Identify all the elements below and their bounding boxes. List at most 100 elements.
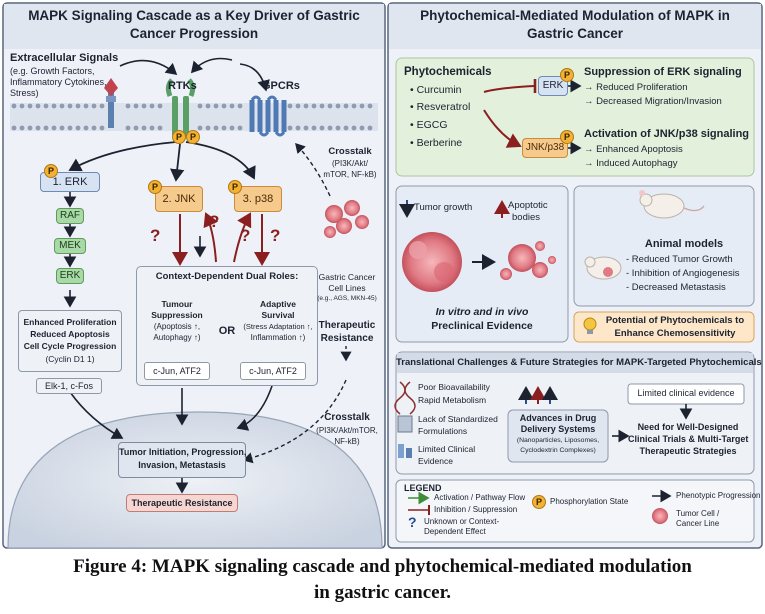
- crosstalk-top-1: Crosstalk: [328, 146, 372, 157]
- legend-phospho-icon: P: [532, 495, 546, 509]
- phospho-badge-p38: P: [228, 180, 242, 194]
- lab-icon: [398, 444, 412, 458]
- legend-unknown-1: Unknown or Context-: [424, 517, 500, 526]
- ligand-receptor-left: [104, 78, 118, 128]
- gastric-cell-lines-cells: [324, 200, 369, 238]
- figure-caption-line1: Figure 4: MAPK signaling cascade and phy…: [73, 556, 692, 577]
- activation-line-jnk: [483, 109, 522, 148]
- extracellular-sub3: Stress): [10, 88, 39, 98]
- inhibition-line-erk: [483, 85, 535, 93]
- cjun-right-label: c-Jun, ATF2: [249, 366, 297, 376]
- potential-2: Enhance Chemosensitivity: [614, 328, 736, 339]
- suppression-item-1: → Reduced Proliferation: [584, 82, 688, 93]
- legend-phospho-state: Phosphorylation State: [550, 497, 629, 506]
- animal-models-item-1: - Reduced Tumor Growth: [626, 254, 733, 265]
- challenge-6: Evidence: [418, 456, 453, 466]
- challenge-4: Formulations: [418, 426, 468, 436]
- dna-icon: [394, 381, 416, 415]
- therapeutic-resistance-right-1: Therapeutic: [318, 320, 376, 331]
- jnk-branch-node: 2. JNK: [155, 186, 203, 212]
- phospho-badge-erk: P: [44, 164, 58, 178]
- cell-lines-3: (e.g., AGS, MKN-45): [317, 295, 377, 302]
- tumour-suppression-2: Suppression: [151, 310, 203, 320]
- legend-title: LEGEND: [404, 483, 442, 493]
- rtks-label: RTKs: [168, 80, 197, 92]
- erk-effect-4: (Cyclin D1 1): [45, 354, 95, 364]
- cjun-left-box: c-Jun, ATF2: [144, 362, 210, 380]
- right-title-line1: Phytochemical-Mediated Modulation of MAP…: [420, 8, 730, 23]
- potential-box: [573, 311, 755, 343]
- erk-effect-1: Enhanced Proliferation: [23, 317, 117, 327]
- left-header-band: [4, 4, 384, 49]
- phyto-erk-node: ERK: [538, 76, 568, 96]
- phytochemical-3: • EGCG: [410, 119, 448, 131]
- adaptive-survival-4: Inflammation ↑): [250, 333, 306, 342]
- advances-box: [507, 409, 609, 463]
- need-trials-2: Clinical Trials & Multi-Target: [628, 434, 749, 444]
- raf-node: RAF: [56, 208, 84, 224]
- advances-2: Delivery Systems: [520, 424, 596, 434]
- cjun-right-box: c-Jun, ATF2: [240, 362, 306, 380]
- phytochemical-2: • Resveratrol: [410, 101, 471, 113]
- crosstalk-top-3: mTOR, NF-kB): [323, 170, 377, 179]
- p38-branch-node: 3. p38: [234, 186, 282, 212]
- extracellular-sub1: (e.g. Growth Factors,: [10, 66, 95, 76]
- phytochemical-3-label: EGCG: [416, 119, 448, 131]
- lightbulb: [583, 317, 597, 334]
- gpcrs-label: GPCRs: [262, 80, 300, 92]
- legend-tumor-cell-icon: [652, 508, 668, 524]
- phytochemical-1: • Curcumin: [410, 84, 462, 96]
- right-title-line2: Gastric Cancer: [526, 26, 624, 41]
- therapeutic-resistance-right-2: Resistance: [320, 333, 374, 344]
- tumor-growth-label: Tumor growth: [414, 202, 473, 213]
- activation-title: Activation of JNK/p38 signaling: [584, 128, 750, 140]
- membrane-lipids: [11, 103, 373, 131]
- challenge-3: Lack of Standardized: [418, 414, 498, 424]
- animal-models-item-3: - Decreased Metastasis: [626, 282, 726, 293]
- rtk-receptor: [165, 78, 196, 136]
- phospho-badge-rtk-2: P: [186, 130, 200, 144]
- document-icon: [397, 415, 413, 433]
- right-header-band: [389, 4, 761, 49]
- tumor-initiation-2: Invasion, Metastasis: [138, 460, 226, 470]
- question-mark-3: ?: [240, 226, 251, 245]
- tumour-suppression-1: Tumour: [161, 299, 193, 309]
- phytochemical-2-label: Resveratrol: [416, 101, 471, 113]
- mek-node: MEK: [54, 238, 86, 254]
- adaptive-survival-3: (Stress Adaptation ↑,: [243, 322, 313, 331]
- tumour-suppression-4: Autophagy ↑): [153, 333, 201, 342]
- animal-models-title: Animal models: [644, 238, 724, 250]
- advances-3: (Nanoparticles, Liposomes,: [516, 437, 600, 444]
- phytochemical-1-label: Curcumin: [416, 84, 462, 96]
- cell-lines-1: Gastric Cancer: [318, 272, 376, 282]
- phytochemical-4: • Berberine: [410, 137, 463, 149]
- tumor-initiation-box: Tumor Initiation, Progression, Invasion,…: [118, 442, 246, 478]
- crosstalk-bottom-3: NF-kB): [334, 437, 360, 446]
- figure-caption-line2: in gastric cancer.: [313, 582, 452, 603]
- question-mark-1: ?: [150, 226, 161, 245]
- legend-activation: Activation / Pathway Flow: [434, 493, 526, 502]
- cell-lines-2: Cell Lines: [328, 283, 366, 293]
- left-title-line1: MAPK Signaling Cascade as a Key Driver o…: [28, 8, 360, 23]
- translational-title: Translational Challenges & Future Strate…: [396, 357, 762, 368]
- phytochemicals-title: Phytochemicals: [404, 66, 492, 78]
- advances-1: Advances in Drug: [519, 413, 597, 423]
- dual-roles-title: Context-Dependent Dual Roles:: [155, 271, 299, 282]
- erk-node: ERK: [56, 268, 84, 284]
- erk-branch-node: 1. ERK: [40, 172, 100, 192]
- legend-question-icon: ?: [408, 514, 417, 530]
- question-mark-2: ?: [209, 212, 220, 231]
- challenge-1: Poor Bioavailability: [418, 382, 490, 392]
- adaptive-survival-1: Adaptive: [260, 299, 296, 309]
- cjun-left-label: c-Jun, ATF2: [153, 366, 201, 376]
- preclinical-1: In vitro and in vivo: [435, 306, 529, 318]
- advances-4: Cyclodextrin Complexes): [520, 447, 596, 454]
- translational-header: [397, 353, 753, 373]
- apoptotic-bodies-2: bodies: [512, 212, 540, 223]
- activation-item-1: → Enhanced Apoptosis: [584, 144, 683, 155]
- or-label: OR: [218, 325, 236, 337]
- erk-effect-3: Cell Cycle Progression: [23, 341, 117, 351]
- adaptive-survival-2: Survival: [261, 310, 295, 320]
- activation-item-2: → Induced Autophagy: [584, 158, 678, 169]
- legend-tumor-cell-2: Cancer Line: [676, 519, 720, 528]
